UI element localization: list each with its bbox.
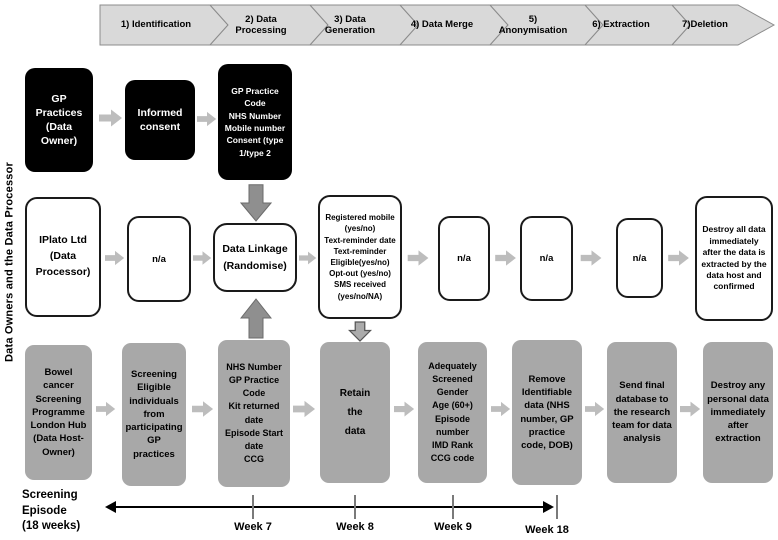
flow-arrow-right-icon: [96, 399, 116, 419]
screening-episode-label: Screening Episode (18 weeks): [22, 489, 81, 533]
processor-box-na-4: n/a: [616, 218, 663, 298]
timeline-tick-week9: [452, 495, 454, 519]
flow-arrow-right-icon: [668, 249, 690, 267]
flow-arrow-right-icon: [99, 108, 123, 128]
flow-arrow-right-icon: [293, 399, 316, 419]
flow-arrow-right-icon: [680, 399, 701, 419]
processor-box-na-1: n/a: [127, 216, 191, 302]
flow-arrow-right-icon: [394, 399, 415, 419]
owner-box-informed-consent: Informed consent: [125, 80, 195, 160]
processor-box-iplato: IPlato Ltd (Data Processor): [25, 197, 101, 317]
processor-box-sms-fields: Registered mobile (yes/no) Text-reminder…: [318, 195, 402, 319]
host-box-screening-eligible: Screening Eligible individuals from part…: [122, 343, 186, 486]
flow-arrow-right-icon: [495, 249, 517, 267]
row-axis-label: Data Owners and the Data Processor: [3, 162, 16, 363]
flow-arrow-up-thick-icon: [240, 297, 272, 339]
host-box-send-final: Send final database to the research team…: [607, 342, 677, 483]
timeline-tick-week18: [556, 495, 558, 519]
step-data-merge: 4) Data Merge: [410, 19, 474, 31]
processor-box-na-3: n/a: [520, 216, 573, 301]
host-box-bowel-hub: Bowel cancer Screening Programme London …: [25, 345, 92, 480]
step-data-processing: 2) Data Processing: [235, 13, 287, 36]
step-data-generation: 3) Data Generation: [324, 13, 376, 36]
processor-box-data-linkage: Data Linkage (Randomise): [213, 223, 297, 292]
flow-arrow-right-icon: [406, 249, 431, 267]
flow-arrow-down-thick-icon: [240, 184, 272, 222]
timeline-tick-week7: [252, 495, 254, 519]
timeline-tick-week8: [354, 495, 356, 519]
flow-arrow-right-icon: [585, 399, 605, 419]
flow-arrow-right-icon: [579, 249, 604, 267]
owner-box-gp-practices: GP Practices (Data Owner): [25, 68, 93, 172]
host-box-episode-fields: NHS Number GP Practice Code Kit returned…: [218, 340, 290, 487]
flow-arrow-down-small-icon: [347, 321, 373, 342]
host-box-retain-data: Retain the data: [320, 342, 390, 483]
flow-arrow-right-icon: [197, 110, 217, 128]
timeline-week9-label: Week 9: [434, 521, 472, 533]
chevron-segment: [670, 4, 776, 46]
step-deletion: 7)Deletion: [682, 19, 728, 31]
process-chevron-bar-icon: [99, 4, 776, 46]
flow-arrow-right-icon: [491, 399, 511, 419]
flow-arrow-right-icon: [299, 249, 317, 267]
flow-arrow-right-icon: [192, 399, 214, 419]
host-box-destroy-personal: Destroy any personal data immediately af…: [703, 342, 773, 483]
host-box-remove-identifiable: Remove Identifiable data (NHS number, GP…: [512, 340, 582, 485]
processor-box-destroy-all: Destroy all data immediately after the d…: [695, 196, 773, 321]
step-extraction: 6) Extraction: [592, 19, 650, 31]
timeline-axis: [114, 506, 548, 508]
step-identification: 1) Identification: [120, 19, 192, 31]
flow-arrow-right-icon: [193, 249, 212, 267]
timeline-arrowhead-right-icon: [543, 501, 554, 513]
owner-box-identifiers: GP Practice Code NHS Number Mobile numbe…: [218, 64, 292, 180]
timeline-arrowhead-left-icon: [105, 501, 116, 513]
flow-arrow-right-icon: [105, 249, 125, 267]
timeline-week7-label: Week 7: [234, 521, 272, 533]
processor-box-na-2: n/a: [438, 216, 490, 301]
host-box-screened-fields: Adequately Screened Gender Age (60+) Epi…: [418, 342, 487, 483]
step-anonymisation: 5) Anonymisation: [498, 13, 568, 36]
timeline-week8-label: Week 8: [336, 521, 374, 533]
timeline-week18-label: Week 18: [525, 524, 569, 536]
